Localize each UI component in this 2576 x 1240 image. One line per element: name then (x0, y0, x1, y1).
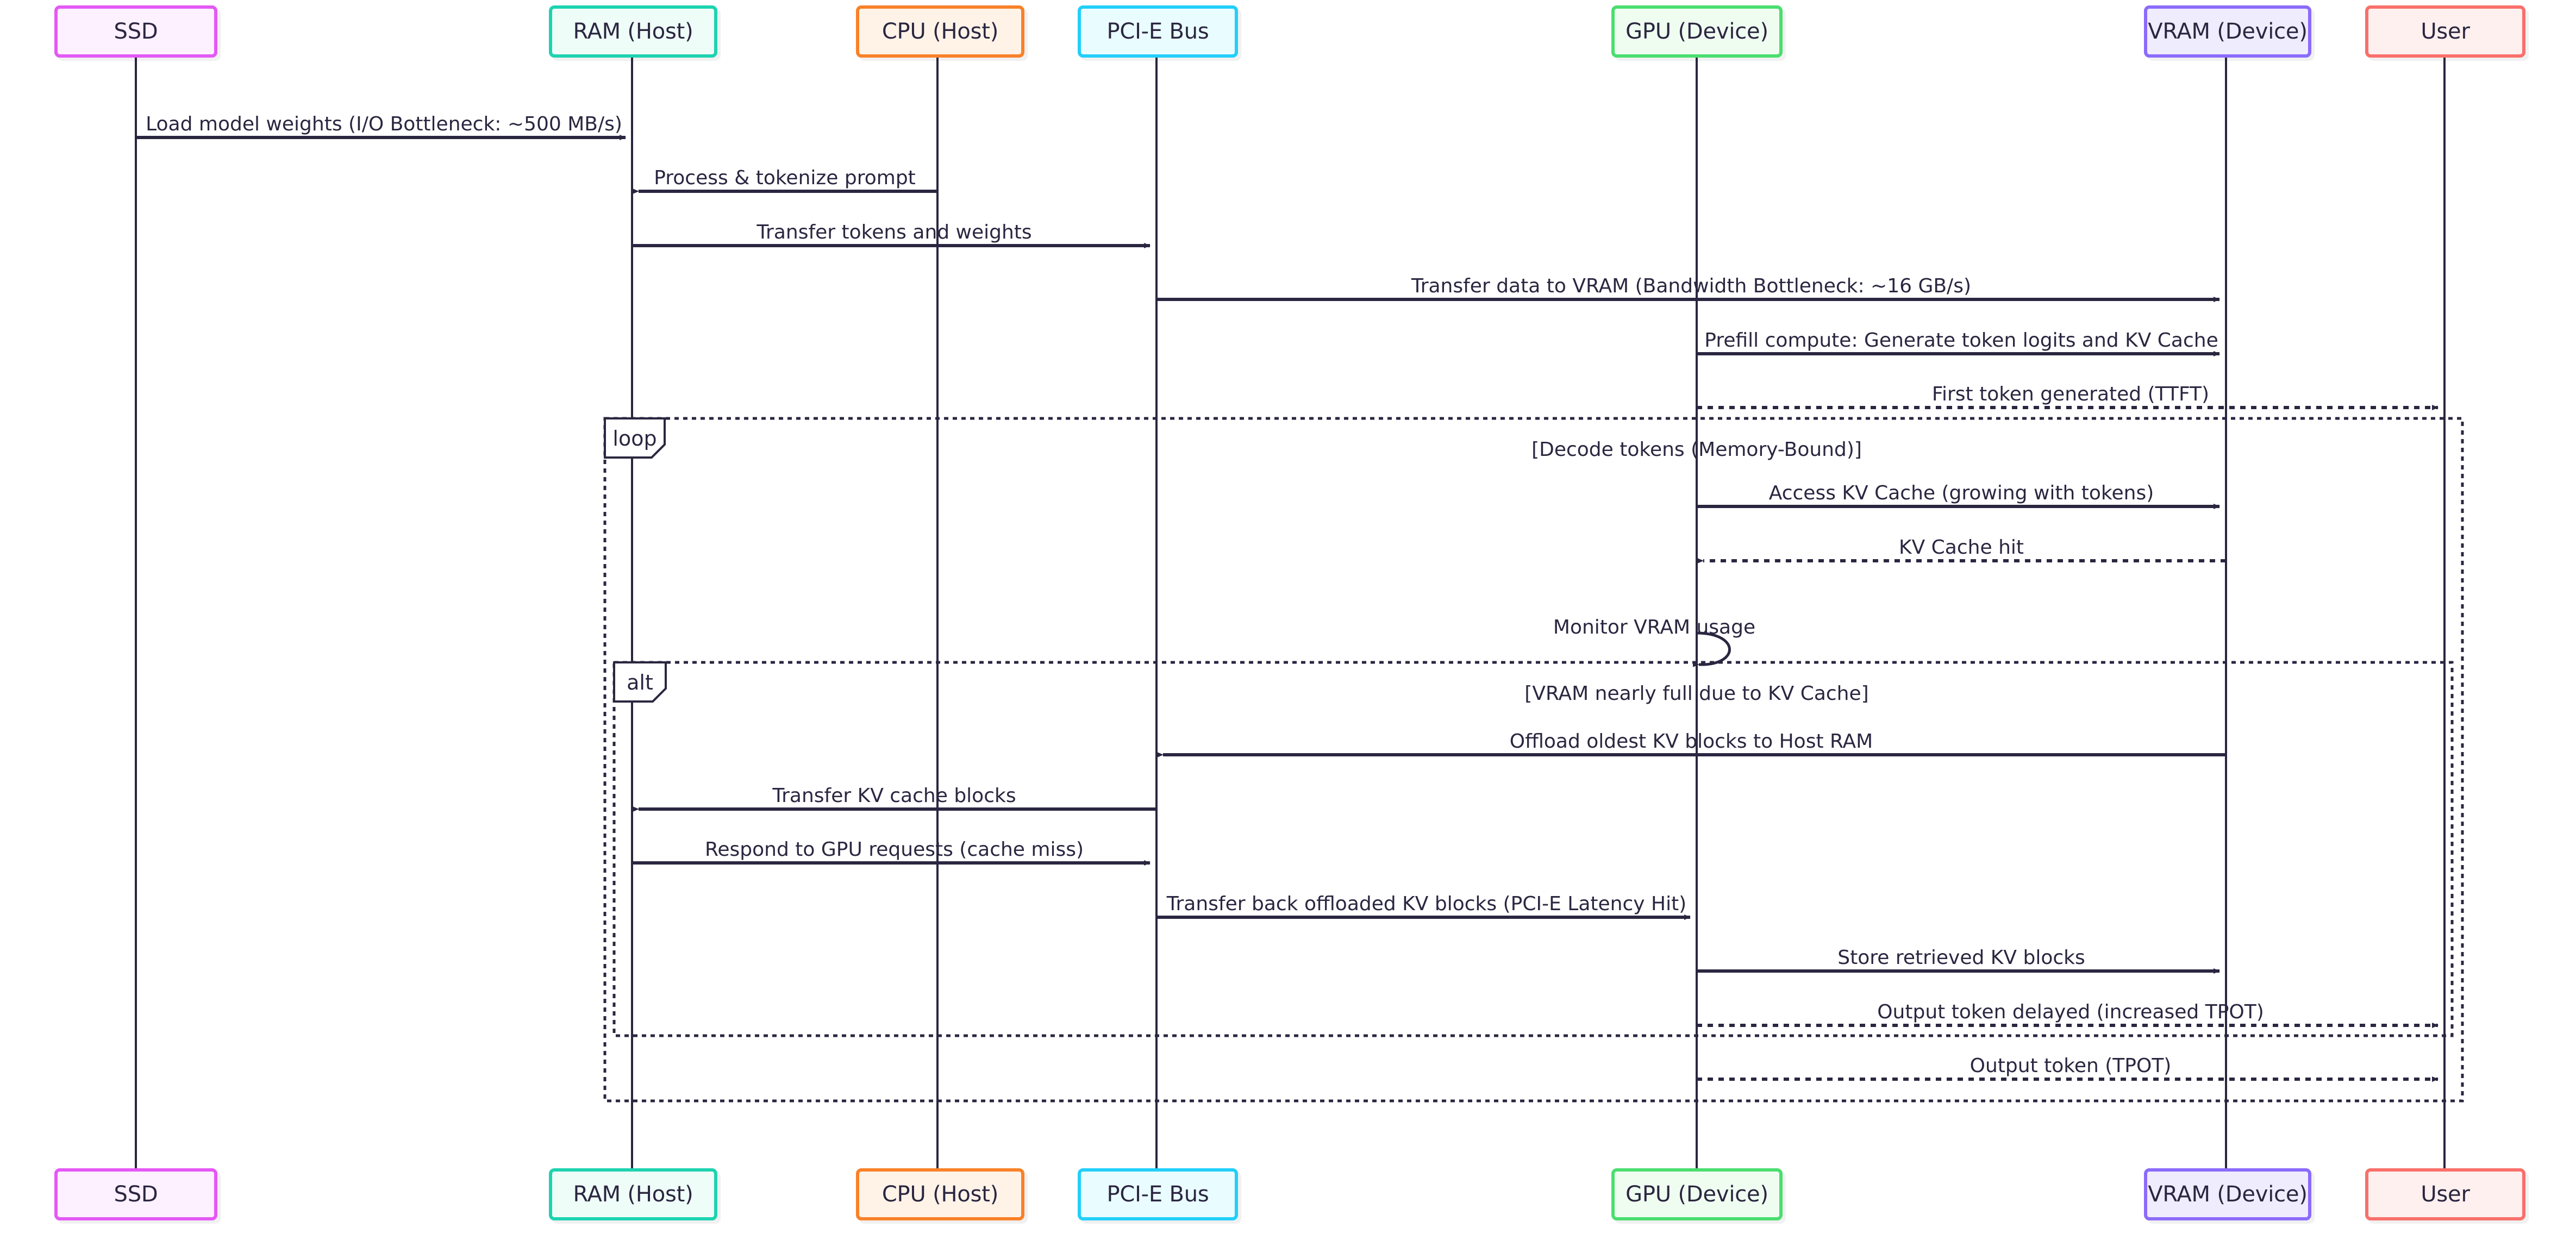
participant-cpu-bottom[interactable]: CPU (Host) (856, 1168, 1024, 1220)
message-arrow-m9 (1692, 631, 1731, 667)
participant-cpu-top[interactable]: CPU (Host) (856, 5, 1024, 58)
message-label-m3: Transfer tokens and weights (756, 221, 1032, 243)
message-label-m15: Output token delayed (increased TPOT) (1877, 1001, 2264, 1023)
participant-label-ram: RAM (Host) (573, 1182, 693, 1207)
loop-block-tag-shape (604, 417, 666, 459)
participant-label-ram: RAM (Host) (573, 19, 693, 44)
message-label-m16: Output token (TPOT) (1969, 1055, 2172, 1077)
participant-label-vram: VRAM (Device) (2148, 1182, 2308, 1207)
message-label-m12: Respond to GPU requests (cache miss) (704, 838, 1084, 861)
message-label-m1: Load model weights (I/O Bottleneck: ~500… (146, 113, 622, 135)
participant-ram-bottom[interactable]: RAM (Host) (549, 1168, 717, 1220)
loop-block-tag-label: loop (612, 427, 657, 450)
participant-ssd-bottom[interactable]: SSD (54, 1168, 217, 1220)
block-frames-group (603, 417, 2464, 1103)
message-label-m8: KV Cache hit (1898, 536, 2024, 559)
message-label-m4: Transfer data to VRAM (Bandwidth Bottlen… (1411, 275, 1971, 297)
alt-block-tag-label: alt (627, 671, 653, 694)
message-label-m5: Prefill compute: Generate token logits a… (1704, 329, 2218, 352)
participant-gpu-top[interactable]: GPU (Device) (1611, 5, 1783, 58)
alt-block-condition-label: [VRAM nearly full due to KV Cache] (1524, 682, 1869, 705)
message-arrows-group (136, 135, 2439, 1082)
participant-label-ssd: SSD (114, 1182, 158, 1207)
participant-label-pcie: PCI-E Bus (1106, 19, 1209, 44)
message-label-m10: Offload oldest KV blocks to Host RAM (1509, 730, 1873, 753)
participant-label-user: User (2421, 19, 2470, 44)
message-label-m9: Monitor VRAM usage (1553, 616, 1756, 638)
participant-ram-top[interactable]: RAM (Host) (549, 5, 717, 58)
participant-vram-top[interactable]: VRAM (Device) (2144, 5, 2311, 58)
message-label-m13: Transfer back offloaded KV blocks (PCI-E… (1166, 893, 1687, 915)
lifelines-group (135, 54, 2446, 1189)
participant-user-top[interactable]: User (2365, 5, 2525, 58)
participant-label-cpu: CPU (Host) (881, 19, 999, 44)
participant-label-pcie: PCI-E Bus (1106, 1182, 1209, 1207)
alt-block-tag-shape (613, 661, 667, 703)
loop-block-frame (603, 417, 2464, 1103)
participant-label-cpu: CPU (Host) (881, 1182, 999, 1207)
participant-label-gpu: GPU (Device) (1625, 19, 1768, 44)
participant-ssd-top[interactable]: SSD (54, 5, 217, 58)
message-label-m6: First token generated (TTFT) (1931, 383, 2210, 405)
participant-label-ssd: SSD (114, 19, 158, 44)
message-label-m11: Transfer KV cache blocks (772, 785, 1016, 807)
loop-block-condition-label: [Decode tokens (Memory-Bound)] (1531, 439, 1862, 461)
alt-block-frame (612, 661, 2454, 1037)
participant-pcie-bottom[interactable]: PCI-E Bus (1078, 1168, 1238, 1220)
participant-pcie-top[interactable]: PCI-E Bus (1078, 5, 1238, 58)
participant-user-bottom[interactable]: User (2365, 1168, 2525, 1220)
message-label-m7: Access KV Cache (growing with tokens) (1768, 482, 2154, 504)
message-label-m14: Store retrieved KV blocks (1837, 947, 2085, 969)
participant-label-gpu: GPU (Device) (1625, 1182, 1768, 1207)
message-label-m2: Process & tokenize prompt (654, 167, 916, 189)
participant-vram-bottom[interactable]: VRAM (Device) (2144, 1168, 2311, 1220)
participant-label-vram: VRAM (Device) (2148, 19, 2308, 44)
participant-label-user: User (2421, 1182, 2470, 1207)
participant-gpu-bottom[interactable]: GPU (Device) (1611, 1168, 1783, 1220)
